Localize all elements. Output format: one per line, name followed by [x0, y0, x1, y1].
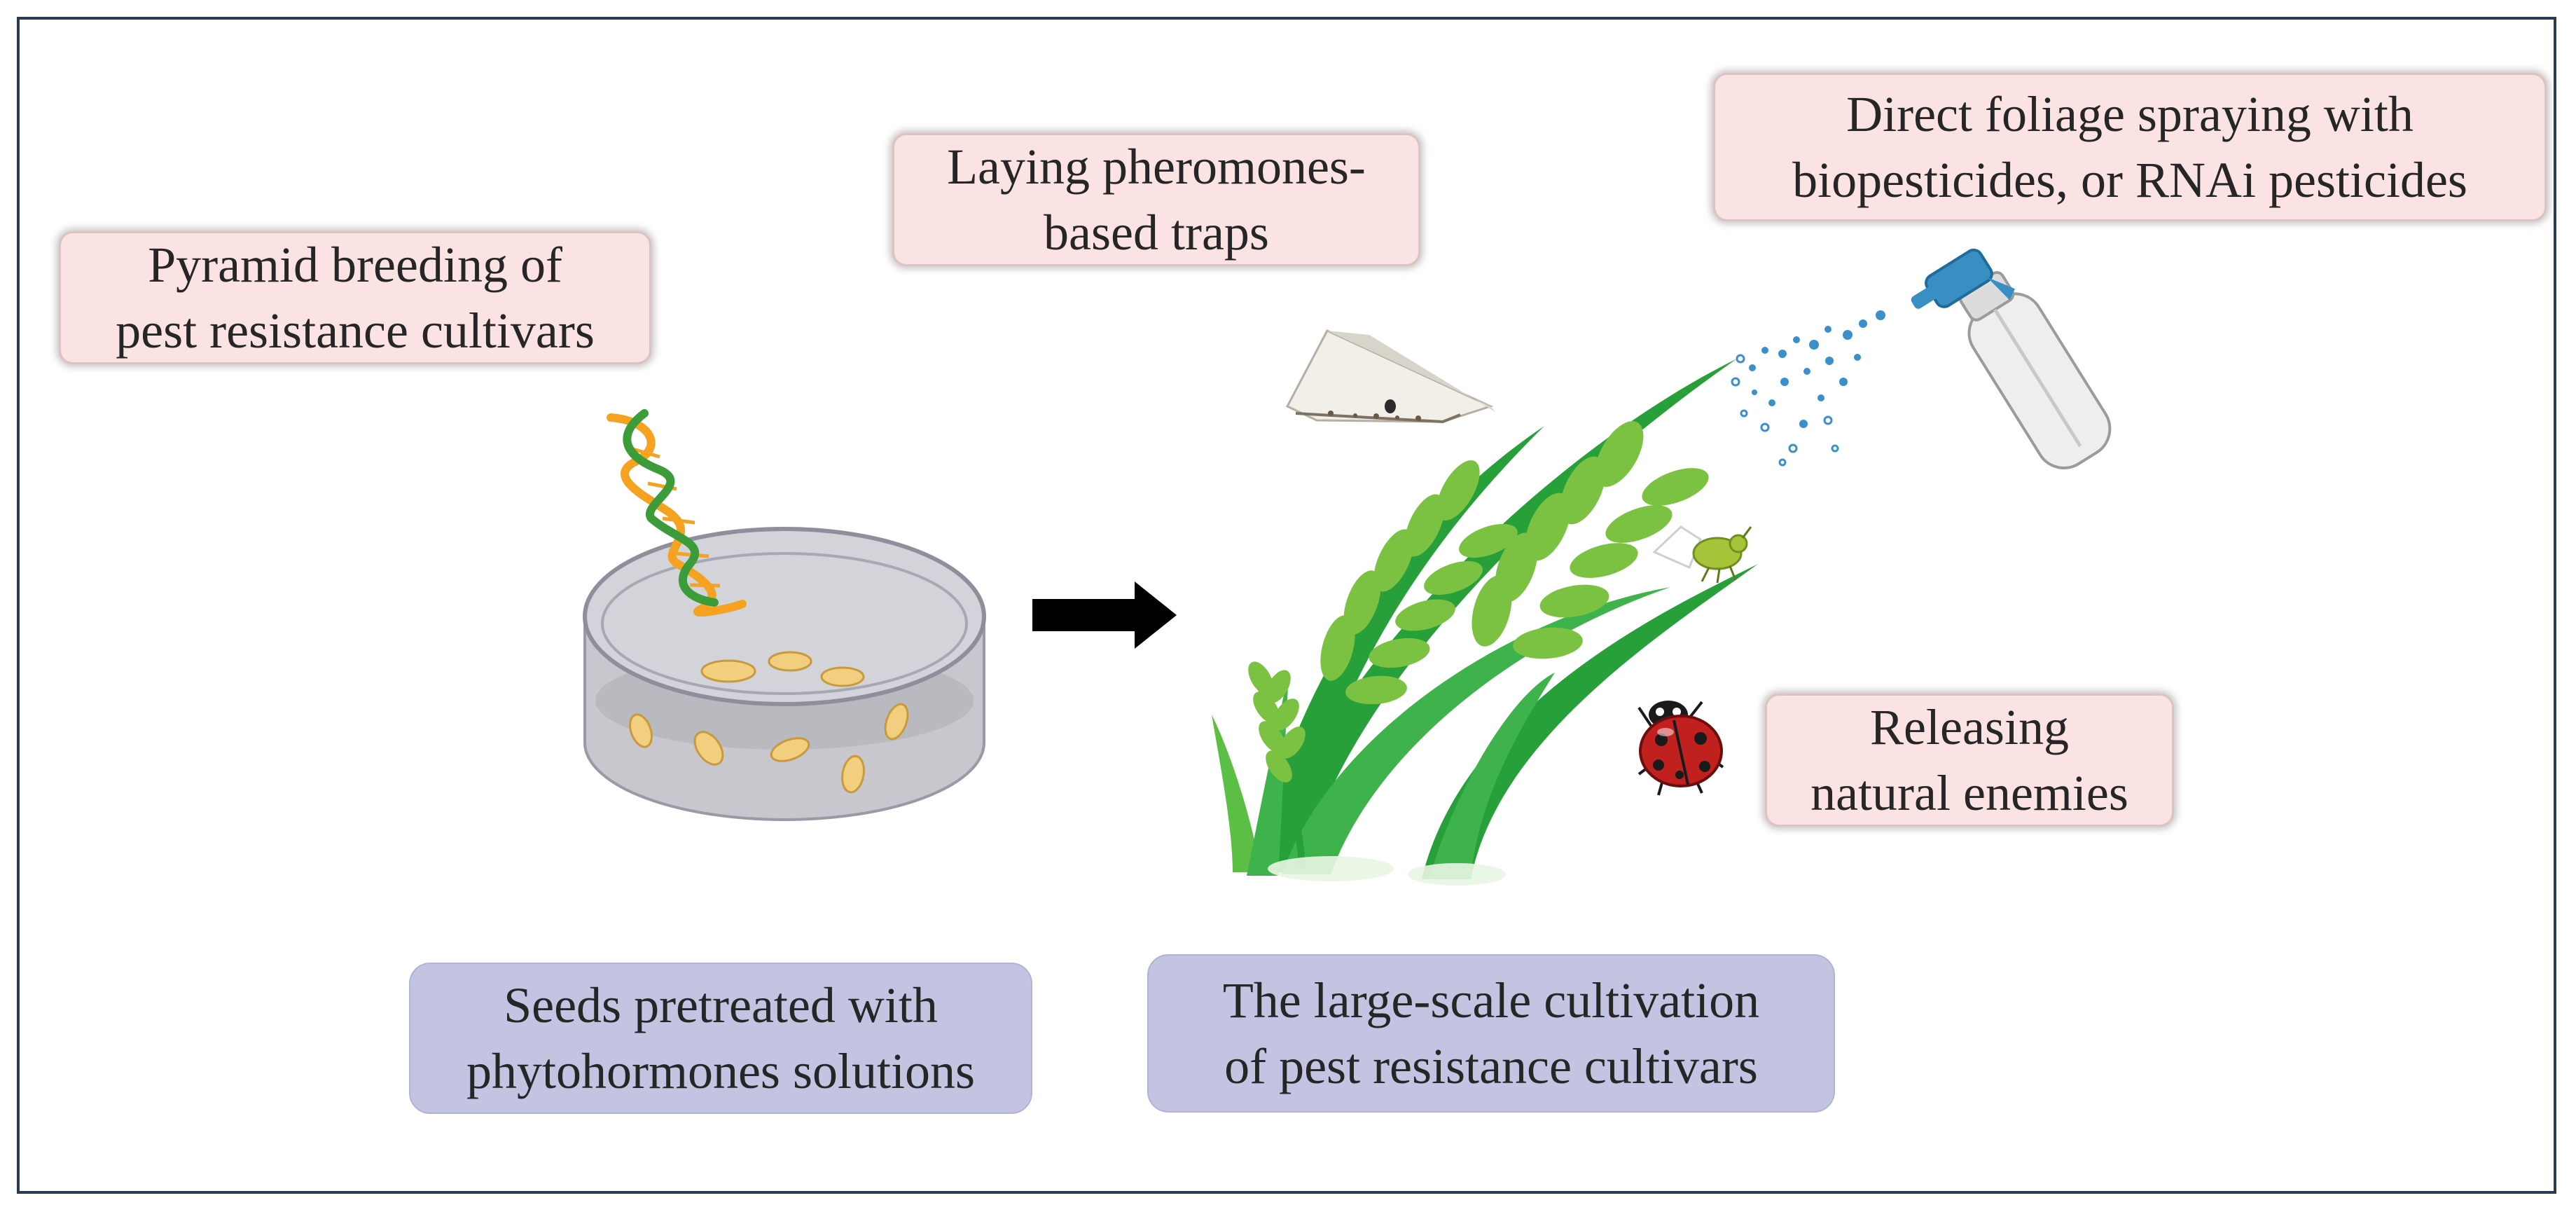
spray-mist	[1731, 310, 1885, 467]
pheromone-trap-icon	[1285, 329, 1495, 424]
spray-bottle-icon	[1911, 248, 2112, 469]
aphid-icon	[1652, 525, 1752, 584]
ladybug-icon	[1637, 701, 1724, 796]
dna-helix-icon	[607, 409, 747, 617]
arrow-right-icon	[1032, 581, 1177, 649]
petri-dish-icon	[583, 527, 986, 821]
wheat-plant-icon	[1212, 359, 1758, 886]
label-pheromone-traps: Laying pheromones-based traps	[892, 133, 1420, 266]
